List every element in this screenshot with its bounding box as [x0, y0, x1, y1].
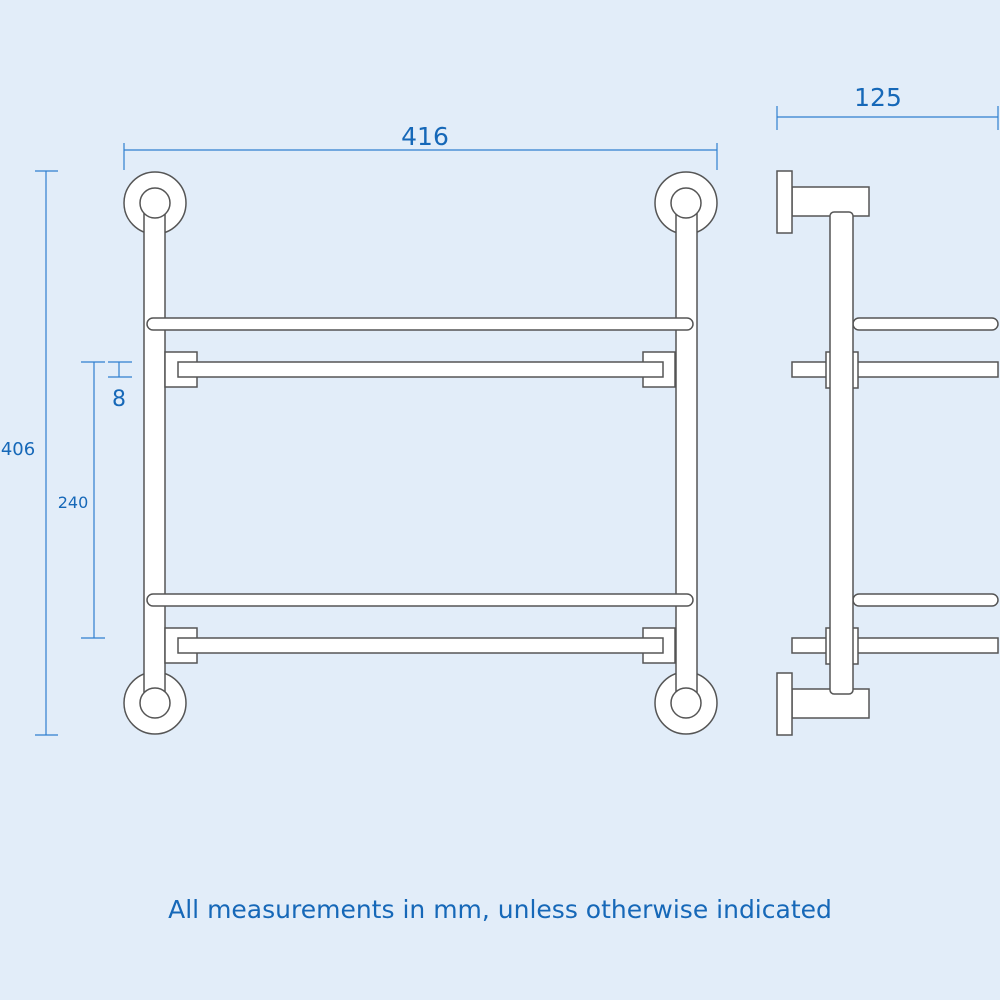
bottom-wall-plate	[776, 672, 793, 736]
side-top-towel-bar	[852, 317, 999, 331]
rail-thickness-label: 8	[112, 387, 126, 412]
units-note: All measurements in mm, unless otherwise…	[168, 895, 832, 924]
side-top-rail	[791, 361, 999, 378]
bottom-towel-bar	[146, 593, 694, 607]
height-label: 406	[1, 439, 35, 460]
top-wall-plate	[776, 170, 793, 234]
top-shelf-rail	[177, 361, 664, 378]
depth-label: 125	[854, 83, 902, 112]
side-bottom-towel-bar	[852, 593, 999, 607]
shelf-spacing-dimension	[81, 361, 105, 639]
top-towel-bar	[146, 317, 694, 331]
width-dimension	[123, 143, 718, 170]
side-bottom-rail	[791, 637, 999, 654]
side-view	[776, 170, 999, 736]
top-arm	[791, 186, 870, 217]
left-post	[143, 204, 166, 701]
front-view	[123, 171, 718, 735]
bottom-arm	[791, 688, 870, 719]
rail-thickness-dimension	[108, 361, 132, 378]
height-dimension	[35, 170, 58, 736]
side-post	[829, 211, 854, 695]
depth-dimension	[776, 106, 999, 130]
right-post	[675, 204, 698, 701]
bottom-shelf-rail	[177, 637, 664, 654]
width-label: 416	[401, 122, 449, 151]
shelf-spacing-label: 240	[58, 493, 89, 512]
